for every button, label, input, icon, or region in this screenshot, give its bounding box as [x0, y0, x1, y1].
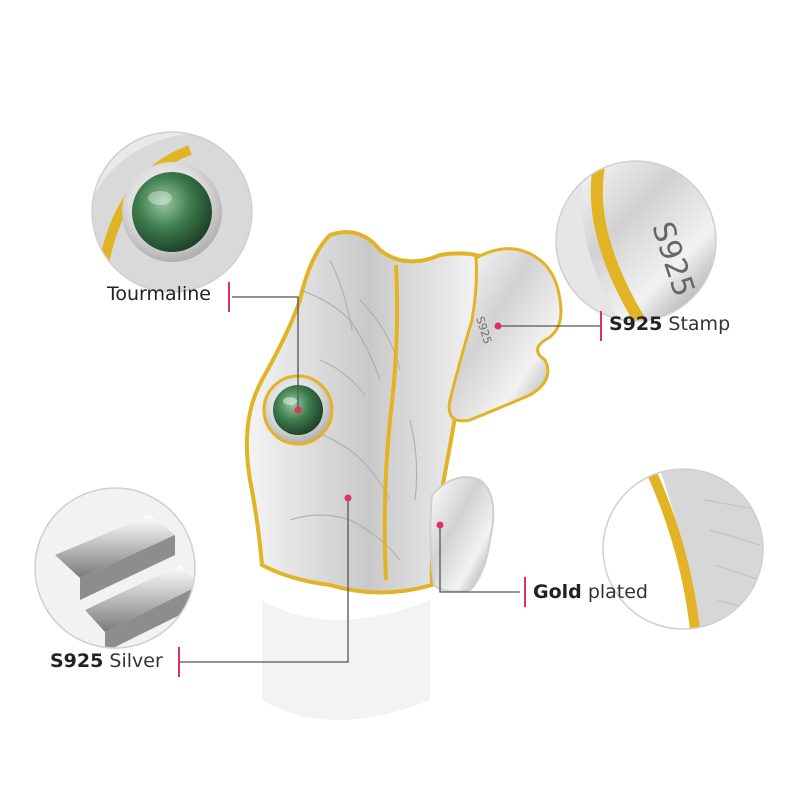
stamp-label: S925 Stamp	[609, 313, 730, 335]
tourmaline-detail-circle	[91, 131, 253, 293]
ring-body: S925	[244, 230, 563, 595]
callout-lines	[178, 296, 600, 663]
gold-tick	[524, 577, 526, 607]
silver-label-light: Silver	[109, 650, 163, 672]
ring-reflection	[262, 600, 430, 720]
stamp-dot	[494, 322, 502, 330]
silver-bars-detail-circle	[34, 487, 196, 649]
tourmaline-dot	[294, 406, 302, 414]
stamp-detail-circle: S925	[555, 160, 717, 322]
tourmaline-tick	[228, 282, 230, 312]
tourmaline-label: Tourmaline	[107, 283, 211, 305]
gold-label-light: plated	[587, 581, 648, 603]
silver-dot	[344, 494, 352, 502]
gold-label-strong: Gold	[533, 581, 582, 603]
gold-plated-detail-circle	[602, 468, 764, 630]
silver-label-strong: S925	[50, 650, 104, 672]
stamp-label-strong: S925	[609, 313, 663, 335]
stamp-tick	[600, 311, 602, 341]
silver-label: S925 Silver	[50, 650, 163, 672]
callout-dots	[294, 322, 502, 529]
silver-tick	[178, 647, 180, 677]
gold-label: Gold plated	[533, 581, 648, 603]
tourmaline-label-text: Tourmaline	[107, 283, 211, 305]
stamp-label-light: Stamp	[668, 313, 731, 335]
gold-dot	[436, 521, 444, 529]
